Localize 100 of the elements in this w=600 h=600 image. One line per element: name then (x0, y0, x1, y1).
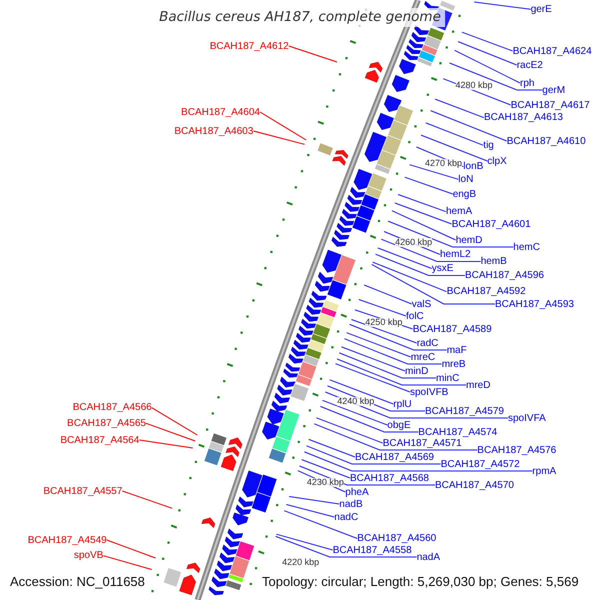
leader-line (434, 98, 484, 118)
gene-label: engB (452, 188, 476, 200)
leader-line (308, 438, 356, 458)
gene-label: BCAH187_A4570 (435, 480, 514, 490)
gene-label: BCAH187_A4564 (60, 434, 140, 446)
gene-label: pheA (345, 486, 369, 498)
gene-label: nadC (334, 512, 358, 522)
leader-line (322, 400, 388, 426)
leader-line (391, 210, 456, 240)
leader-line (316, 417, 384, 444)
leader-line (284, 510, 358, 539)
gene-label: BCAH187_A4560 (357, 533, 436, 544)
leader-line (394, 202, 452, 224)
gene-label: BCAH187_A4596 (465, 270, 544, 281)
leader-line (301, 459, 350, 478)
leader-line (404, 176, 454, 194)
gene-label: spoVB (74, 550, 104, 562)
gene-label: loN (458, 174, 474, 185)
gene-label: hemL2 (440, 249, 471, 260)
gene-label: BCAH187_A4603 (174, 126, 254, 136)
leader-line (299, 466, 436, 486)
gene-label: nadB (339, 498, 363, 510)
gene-label: maF (446, 344, 467, 356)
leader-line (358, 299, 406, 316)
leader-line (344, 338, 442, 364)
leader-line (380, 238, 482, 262)
leader-line (409, 164, 459, 180)
position-tick-label: 4220 kbp (282, 558, 320, 566)
gene-label: BCAH187_A4613 (484, 112, 563, 124)
gene-label: hemC (513, 242, 540, 252)
leader-line (138, 440, 194, 448)
gene-label: clpX (487, 156, 507, 166)
gene-label: spoIVFA (508, 412, 546, 424)
accession-caption: Accession: NC_011658 (10, 575, 145, 589)
leader-line (122, 490, 173, 509)
leader-line (350, 319, 418, 344)
leader-line (306, 445, 442, 464)
leader-line (324, 392, 508, 418)
gene-label: rpmA (532, 466, 556, 476)
gene-label: hemB (480, 256, 507, 267)
gene-label: BCAH187_A4558 (332, 544, 412, 556)
position-tick-label: 4230 kbp (306, 478, 344, 487)
leader-line (335, 363, 410, 392)
gene-label: tig (483, 140, 494, 151)
leader-line (151, 407, 198, 436)
gene-label: radC (416, 338, 438, 348)
gene-label: BCAH187_A4568 (350, 472, 429, 484)
leader-line (461, 32, 514, 52)
leader-line (329, 379, 394, 404)
gene-label: lonB (463, 161, 484, 172)
gene-label: BCAH187_A4612 (210, 40, 289, 52)
leader-line (474, 2, 532, 10)
position-tick-label: 4240 kbp (337, 396, 374, 406)
gene-label: BCAH187_A4576 (477, 444, 556, 456)
leader-line (454, 50, 520, 84)
gene-label: BCAH187_A4610 (506, 136, 586, 146)
leader-line (371, 264, 496, 304)
gene-label: folC (406, 310, 424, 322)
gene-label: hemD (456, 234, 482, 246)
gene-label: BCAH187_A4624 (512, 46, 592, 56)
leader-line (420, 134, 488, 162)
leader-line (336, 358, 466, 386)
gene-label: BCAH187_A4549 (28, 534, 107, 546)
gene-label: rplU (393, 398, 412, 410)
leader-line (364, 284, 412, 304)
leader-line (314, 423, 478, 450)
leader-line (146, 422, 196, 442)
leader-line (341, 346, 406, 372)
gene-label: BCAH187_A4565 (67, 418, 146, 429)
gene-label: BCAH187_A4579 (425, 406, 504, 416)
gene-label: BCAH187_A4572 (440, 458, 520, 470)
gene-label: racE2 (516, 60, 543, 70)
leader-line (377, 248, 432, 269)
leader-line (388, 220, 514, 248)
genome-summary-caption: Topology: circular; Length: 5,269,030 bp; Genes: 5,569 (262, 575, 579, 589)
leader-line (372, 262, 448, 292)
leader-line (304, 451, 533, 472)
gene-label: BCAH187_A4574 (418, 426, 498, 438)
leader-line (458, 41, 518, 66)
gene-label: minC (436, 372, 460, 384)
leader-line (375, 254, 466, 276)
gene-label: BCAH187_A4569 (355, 452, 434, 462)
gene-label: obgE (387, 420, 411, 430)
leader-line (349, 324, 448, 350)
gene-label: spoIVFB (410, 386, 448, 398)
position-tick-label: 4270 kbp (425, 159, 462, 168)
leader-line (260, 112, 307, 140)
leader-line (425, 122, 484, 146)
gene-label: BCAH187_A4617 (510, 100, 590, 110)
gene-label: BCAH187_A4589 (412, 324, 492, 334)
gene-label: BCAH187_A4566 (72, 402, 152, 414)
gene-label: rph (520, 78, 534, 88)
gene-label: ysxE (432, 263, 454, 274)
gene-label: BCAH187_A4601 (452, 218, 531, 230)
leader-line (338, 352, 436, 378)
leader-line (106, 540, 156, 558)
leader-line (276, 534, 334, 550)
leader-line (320, 406, 419, 432)
leader-line (102, 555, 152, 570)
gene-label: BCAH187_A4604 (181, 106, 260, 118)
